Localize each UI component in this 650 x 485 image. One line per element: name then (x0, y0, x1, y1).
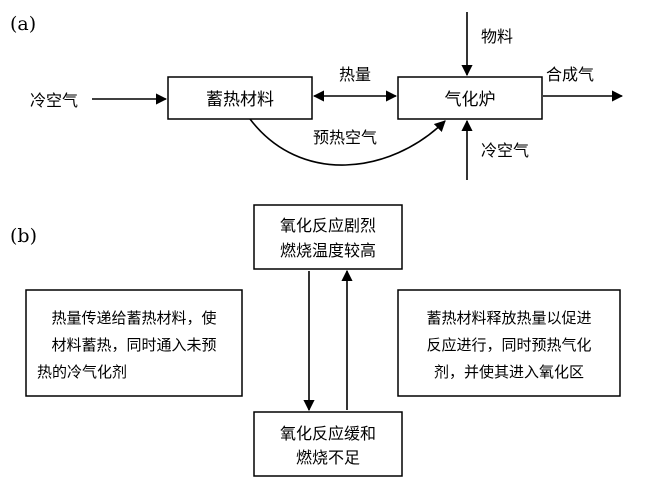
preheated-air-label: 预热空气 (313, 128, 377, 147)
intense-oxidation-line-2: 燃烧温度较高 (280, 241, 376, 260)
mild-oxidation-line-2: 燃烧不足 (296, 448, 360, 467)
cold-air-bottom-label: 冷空气 (481, 141, 529, 160)
preheated-air-curve (249, 118, 446, 166)
gasifier-label: 气化炉 (445, 90, 496, 110)
gasifier-box (397, 76, 543, 120)
intense-oxidation-box (253, 204, 403, 270)
panel-b-label: (b) (10, 225, 37, 247)
panel-a-label: (a) (10, 13, 36, 35)
mild-oxidation-box (253, 411, 403, 477)
heat-releasing-line-3: 剂，并使其进入氧化区 (434, 363, 584, 381)
heat-releasing-line-2: 反应进行，同时预热气化 (426, 336, 591, 354)
heat-label: 热量 (339, 65, 371, 84)
heat-storing-line-2: 材料蓄热，同时通入未预 (51, 336, 216, 354)
heat-releasing-line-1: 蓄热材料释放热量以促进 (426, 309, 591, 327)
heat-storage-label: 蓄热材料 (206, 90, 274, 110)
heat-releasing-box (397, 289, 621, 397)
cold-air-input-label: 冷空气 (30, 91, 78, 110)
material-label: 物料 (481, 27, 513, 46)
intense-oxidation-line-1: 氧化反应剧烈 (280, 216, 376, 235)
heat-storing-line-1: 热量传递给蓄热材料，使 (51, 309, 216, 327)
mild-oxidation-line-1: 氧化反应缓和 (280, 424, 376, 443)
heat-storing-box (25, 289, 243, 397)
syngas-label: 合成气 (546, 65, 594, 84)
heat-storage-box (167, 76, 313, 120)
heat-storing-line-3: 热的冷气化剂 (37, 363, 127, 381)
